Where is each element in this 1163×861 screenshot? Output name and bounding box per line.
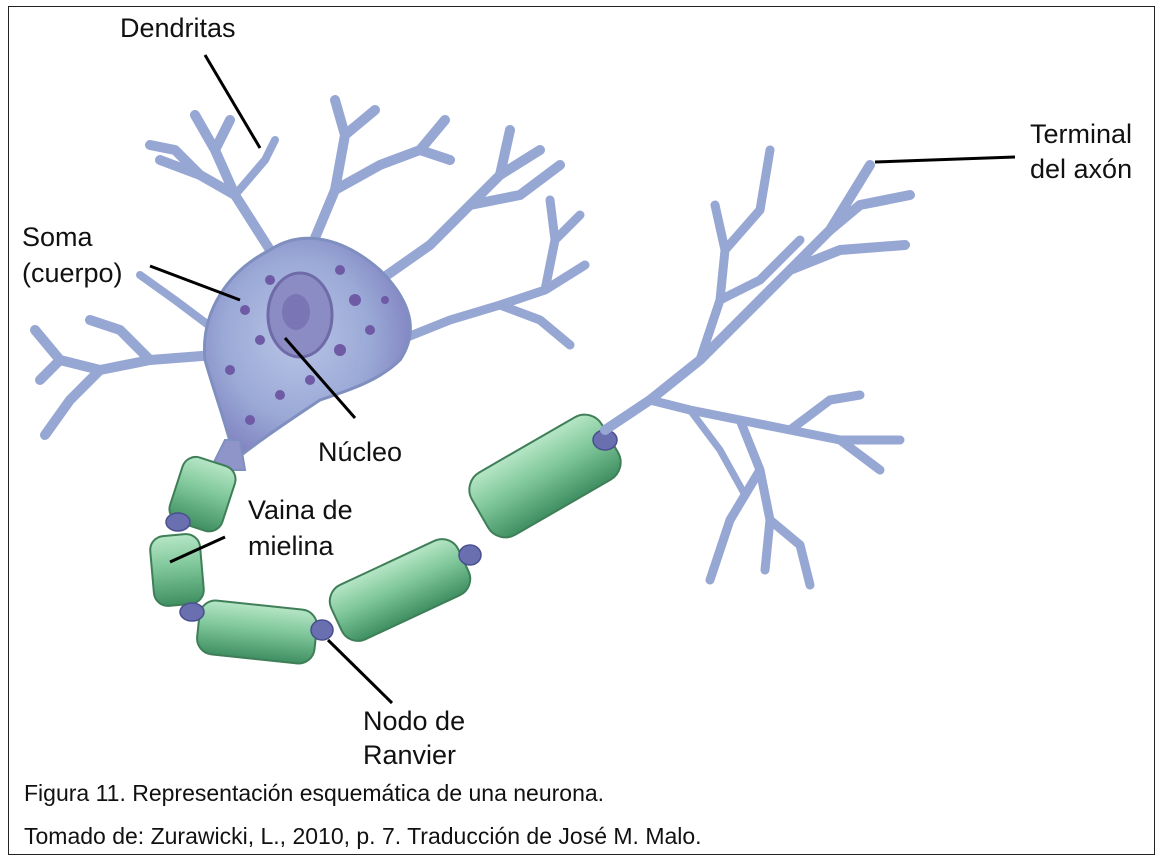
figure-caption: Figura 11. Representación esquemática de…	[24, 780, 604, 807]
label-dendrites: Dendritas	[120, 13, 236, 43]
label-node-line2: Ranvier	[363, 740, 456, 770]
label-soma-line1: Soma	[22, 222, 94, 252]
label-soma-line2: (cuerpo)	[22, 258, 123, 288]
label-myelin-line2: mielina	[248, 531, 335, 561]
label-axon-terminal-line2: del axón	[1030, 154, 1132, 184]
label-nucleus: Núcleo	[318, 437, 402, 467]
axon-terminal	[605, 150, 910, 585]
figure-source: Tomado de: Zurawicki, L., 2010, p. 7. Tr…	[24, 823, 702, 850]
label-myelin-line1: Vaina de	[248, 495, 353, 525]
label-axon-terminal-line1: Terminal	[1030, 119, 1132, 149]
label-node-line1: Nodo de	[363, 706, 465, 736]
